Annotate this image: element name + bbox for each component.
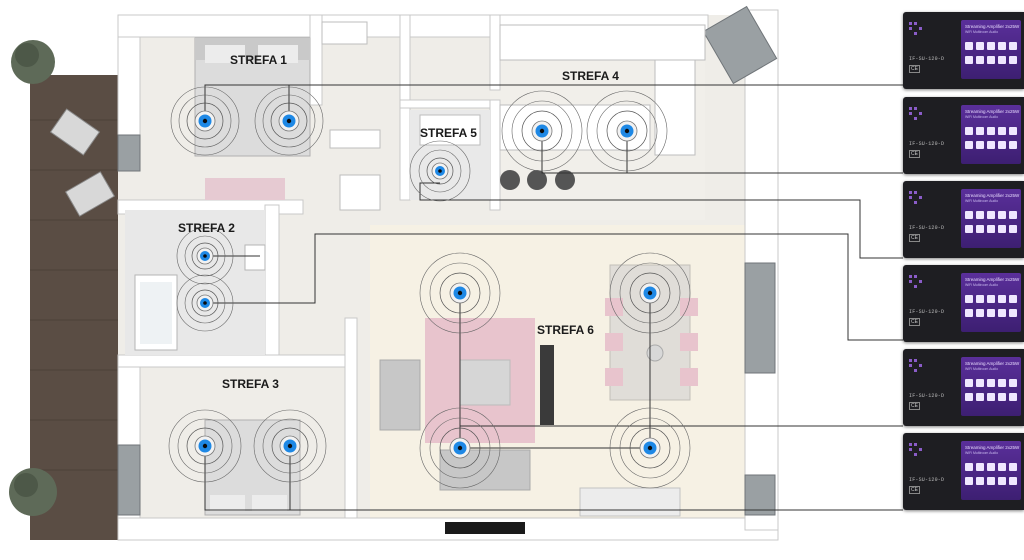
terrace-deck <box>30 75 125 540</box>
tv-unit <box>540 345 554 425</box>
brand-logo-icon <box>909 275 923 289</box>
speaker-terminals <box>965 42 1017 70</box>
armchair <box>379 359 421 431</box>
brand-logo-icon <box>909 443 923 457</box>
amplifier-model: IF-SU-120-D <box>909 56 945 62</box>
ceiling-speaker-icon <box>176 227 234 285</box>
amplifier-model: IF-SU-120-D <box>909 477 945 483</box>
brand-logo-icon <box>909 359 923 373</box>
ceiling-speaker-icon <box>254 86 324 156</box>
zone-label-6: STREFA 6 <box>537 323 594 337</box>
zone-label-4: STREFA 4 <box>562 69 619 83</box>
amplifier-title: Streaming Amplifier 2x25W <box>965 24 1020 29</box>
amplifier-title: Streaming Amplifier 2x25W <box>965 361 1020 366</box>
ceiling-speaker-icon <box>419 407 501 489</box>
speaker-terminals <box>965 211 1017 239</box>
zone-label-5: STREFA 5 <box>420 126 477 140</box>
amplifier-panel: Streaming Amplifier 2x25W WiFi Multiroom… <box>961 189 1021 248</box>
speaker-terminals <box>965 379 1017 407</box>
speaker-terminals <box>965 463 1017 491</box>
ceiling-speaker-icon <box>176 274 234 332</box>
amplifier-subtitle: WiFi Multiroom Audio <box>965 283 999 287</box>
amplifier-panel: Streaming Amplifier 2x25W WiFi Multiroom… <box>961 357 1021 416</box>
zone-label-1: STREFA 1 <box>230 53 287 67</box>
amplifier-subtitle: WiFi Multiroom Audio <box>965 367 999 371</box>
amplifier-unit: IF-SU-120-D CE Streaming Amplifier 2x25W… <box>903 181 1024 258</box>
amplifier-unit: IF-SU-120-D CE Streaming Amplifier 2x25W… <box>903 349 1024 426</box>
amplifier-subtitle: WiFi Multiroom Audio <box>965 199 999 203</box>
amplifier-panel: Streaming Amplifier 2x25W WiFi Multiroom… <box>961 441 1021 500</box>
amplifier-unit: IF-SU-120-D CE Streaming Amplifier 2x25W… <box>903 433 1024 510</box>
ce-mark: CE <box>909 402 920 410</box>
amplifier-title: Streaming Amplifier 2x25W <box>965 445 1020 450</box>
amplifier-title: Streaming Amplifier 2x25W <box>965 109 1020 114</box>
amplifier-model: IF-SU-120-D <box>909 225 945 231</box>
ceiling-speaker-icon <box>170 86 240 156</box>
amplifier-title: Streaming Amplifier 2x25W <box>965 277 1020 282</box>
amplifier-unit: IF-SU-120-D CE Streaming Amplifier 2x25W… <box>903 12 1024 89</box>
amplifier-model: IF-SU-120-D <box>909 393 945 399</box>
ce-mark: CE <box>909 486 920 494</box>
zone-label-2: STREFA 2 <box>178 221 235 235</box>
brand-logo-icon <box>909 191 923 205</box>
amplifier-title: Streaming Amplifier 2x25W <box>965 193 1020 198</box>
kitchen-counter <box>499 24 706 61</box>
amplifier-panel: Streaming Amplifier 2x25W WiFi Multiroom… <box>961 273 1021 332</box>
entrance-mat <box>445 522 525 534</box>
amplifier-panel: Streaming Amplifier 2x25W WiFi Multiroom… <box>961 20 1021 79</box>
bench-pink <box>205 178 285 200</box>
ceiling-speaker-icon <box>609 252 691 334</box>
ce-mark: CE <box>909 150 920 158</box>
speaker-cabling <box>204 84 903 511</box>
ceiling-speaker-icon <box>586 90 668 172</box>
ceiling-speaker-icon <box>168 409 242 483</box>
speaker-terminals <box>965 127 1017 155</box>
ceiling-speaker-icon <box>501 90 583 172</box>
amplifier-subtitle: WiFi Multiroom Audio <box>965 30 999 34</box>
ce-mark: CE <box>909 65 920 73</box>
amplifier-model: IF-SU-120-D <box>909 141 945 147</box>
brand-logo-icon <box>909 22 923 36</box>
speaker-group <box>168 86 691 489</box>
amplifier-panel: Streaming Amplifier 2x25W WiFi Multiroom… <box>961 105 1021 164</box>
amplifier-subtitle: WiFi Multiroom Audio <box>965 115 999 119</box>
amplifier-subtitle: WiFi Multiroom Audio <box>965 451 999 455</box>
deck-chair <box>49 108 116 217</box>
radiator <box>579 487 681 517</box>
ceiling-speaker-icon <box>419 252 501 334</box>
ceiling-speaker-icon <box>409 140 471 202</box>
brand-logo-icon <box>909 107 923 121</box>
ce-mark: CE <box>909 318 920 326</box>
zone-label-3: STREFA 3 <box>222 377 279 391</box>
amplifier-model: IF-SU-120-D <box>909 309 945 315</box>
amplifier-unit: IF-SU-120-D CE Streaming Amplifier 2x25W… <box>903 97 1024 174</box>
ceiling-speaker-icon <box>253 409 327 483</box>
speaker-terminals <box>965 295 1017 323</box>
coffee-table <box>459 359 511 406</box>
amplifier-unit: IF-SU-120-D CE Streaming Amplifier 2x25W… <box>903 265 1024 342</box>
ceiling-speaker-icon <box>609 407 691 489</box>
ce-mark: CE <box>909 234 920 242</box>
